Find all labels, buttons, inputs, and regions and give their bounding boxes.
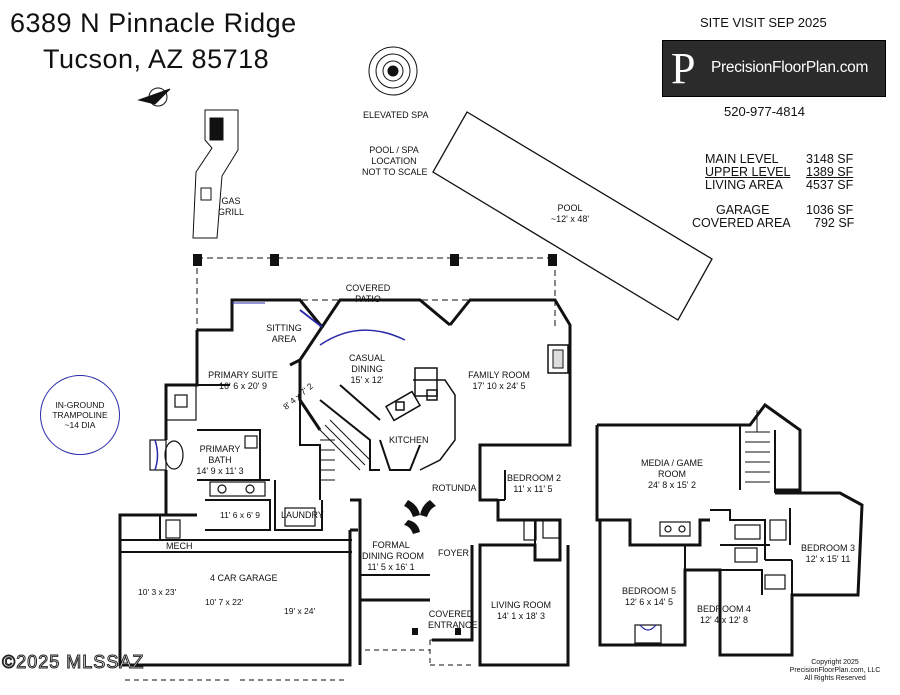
area-label-garage: GARAGE — [716, 203, 770, 217]
area-label-main: MAIN LEVEL — [705, 152, 779, 166]
pool-outline — [432, 111, 713, 321]
closet-2-dimension-label: 11' 6 x 6' 9 — [220, 510, 260, 520]
upper-level-walls — [595, 402, 864, 657]
garage-dimension-3: 19' x 24' — [284, 606, 316, 616]
trampoline-circle — [40, 375, 120, 455]
area-label-living: LIVING AREA — [705, 178, 783, 192]
area-label-upper: UPPER LEVEL — [705, 165, 791, 179]
pool-label: POOL~12' x 48' — [550, 203, 590, 224]
address-line-2: Tucson, AZ 85718 — [43, 44, 270, 74]
kitchen-label: KITCHEN — [389, 435, 429, 445]
garage-dimension-2: 10' 7 x 22' — [205, 597, 244, 607]
area-label-covered: COVERED AREA — [692, 216, 791, 230]
laundry-label: LAUNDRY — [281, 510, 324, 520]
area-value-covered: 792 SF — [814, 216, 855, 230]
covered-patio-outline — [196, 257, 556, 330]
elevated-spa-label: ELEVATED SPA — [363, 110, 429, 120]
area-value-upper: 1389 SF — [806, 165, 854, 179]
logo-mark: P — [671, 44, 696, 93]
logo-text: PrecisionFloorPlan.com — [711, 59, 869, 76]
area-value-living: 4537 SF — [806, 178, 854, 192]
mls-watermark: ©2025 MLSSAZ — [1, 652, 145, 673]
precision-floor-plan-logo: P PrecisionFloorPlan.com — [662, 40, 886, 97]
foyer-label: FOYER — [438, 548, 470, 558]
rotunda-label: ROTUNDA — [432, 483, 477, 493]
mech-label: MECH — [166, 541, 193, 551]
gas-grill-outline — [192, 109, 239, 239]
phone-number: 520-977-4814 — [724, 104, 805, 119]
garage-label: 4 CAR GARAGE — [210, 573, 278, 583]
north-arrow-icon — [137, 87, 171, 107]
main-level-walls — [118, 298, 572, 667]
area-value-garage: 1036 SF — [806, 203, 854, 217]
area-value-main: 3148 SF — [806, 152, 854, 166]
site-visit-label: SITE VISIT SEP 2025 — [700, 15, 827, 30]
address-line-1: 6389 N Pinnacle Ridge — [10, 8, 297, 38]
garage-dimension-1: 10' 3 x 23' — [138, 587, 177, 597]
elevated-spa-icon — [368, 46, 418, 96]
